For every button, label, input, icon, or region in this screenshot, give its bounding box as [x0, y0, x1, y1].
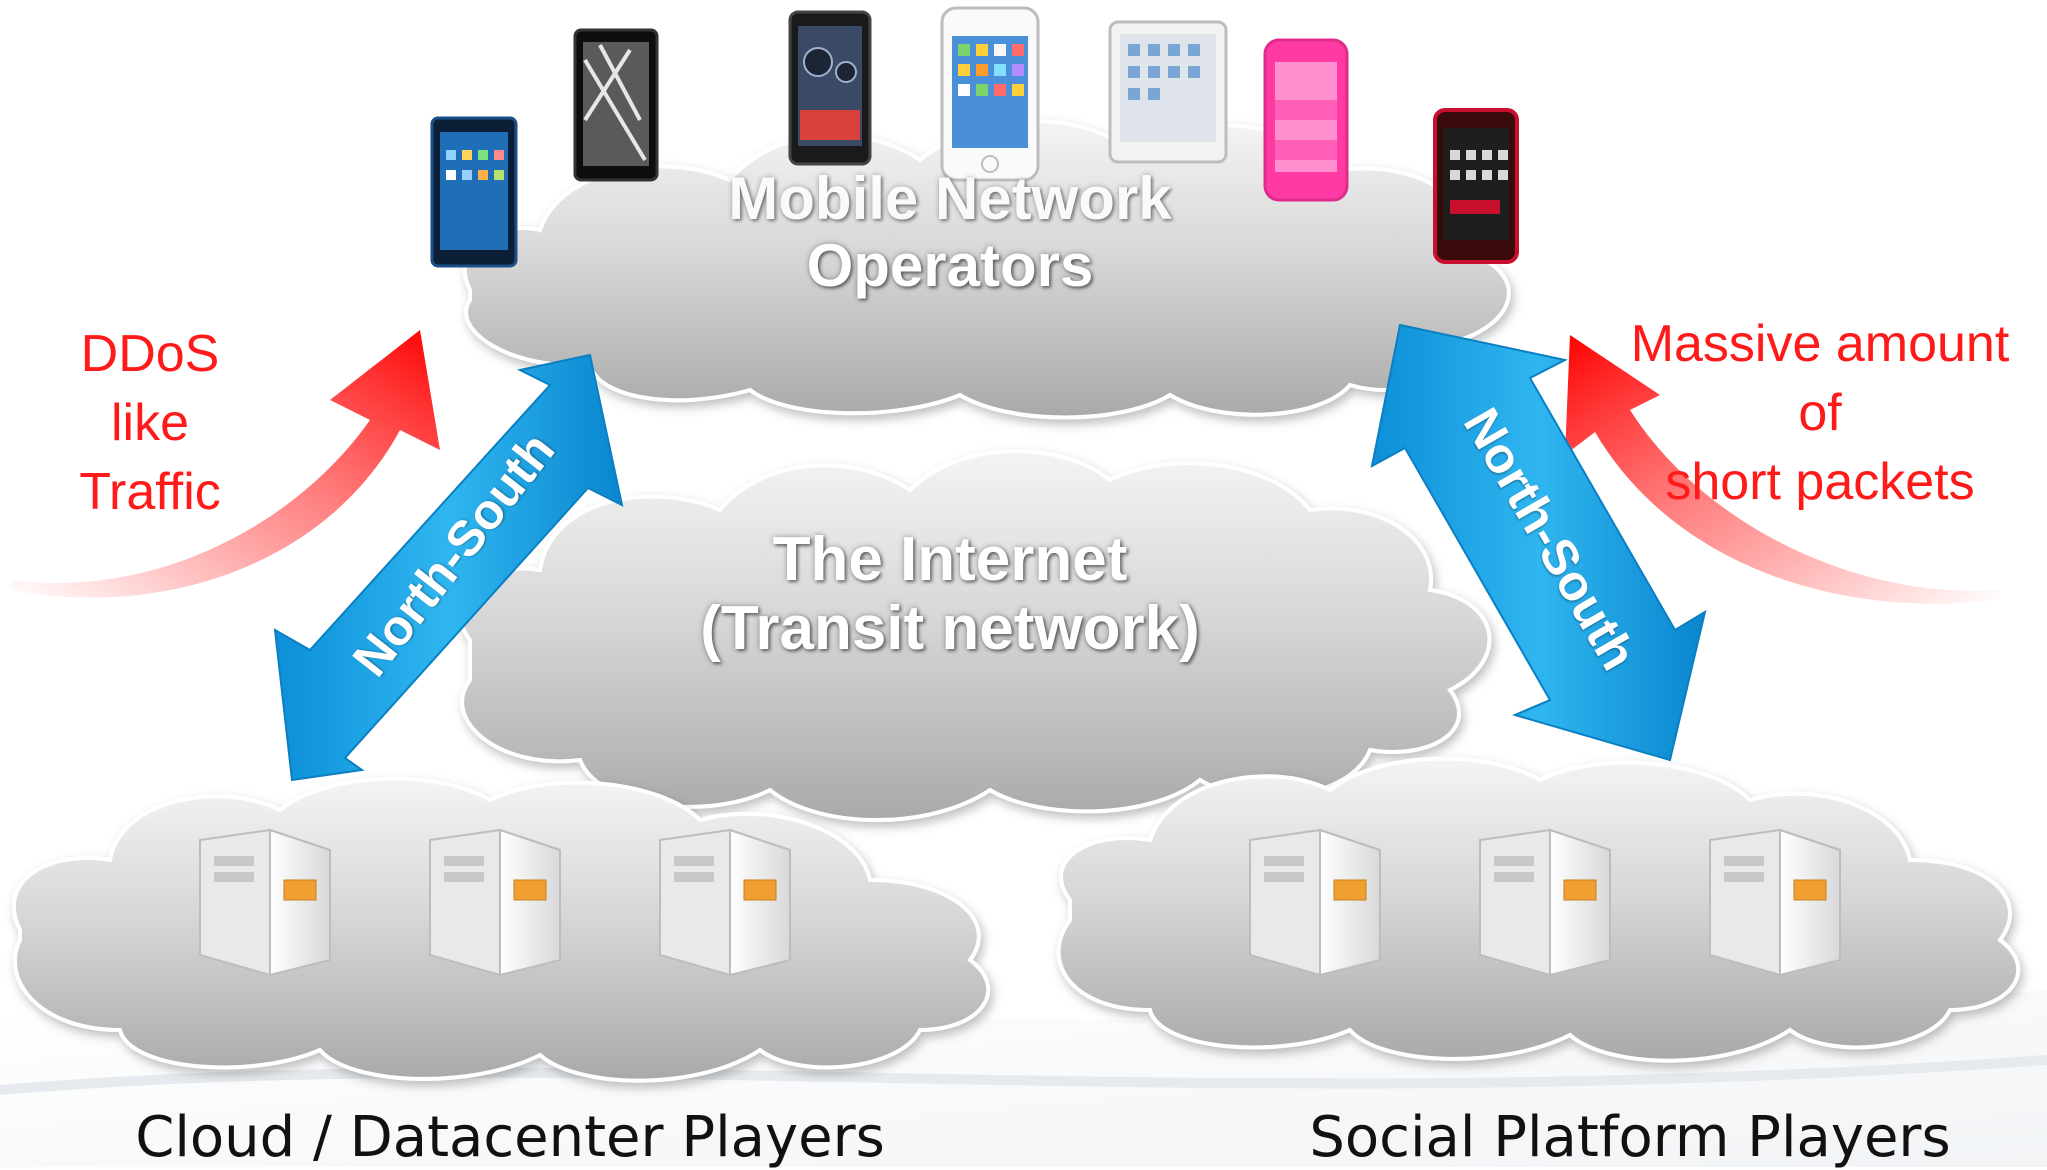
device-smartphone-razr: [788, 10, 872, 166]
internet-label: The Internet (Transit network): [650, 525, 1250, 664]
mobile-network-line1: Mobile Network: [728, 165, 1172, 232]
mobile-network-cloud: [462, 119, 1511, 420]
device-smartphone-blue: [430, 116, 518, 268]
device-smartphone-red: [1433, 108, 1519, 264]
internet-line2: (Transit network): [700, 594, 1200, 664]
device-iphone-white: [940, 6, 1040, 182]
ddos-traffic-label: DDoS like Traffic: [40, 320, 260, 527]
packets-line3: short packets: [1665, 453, 1975, 512]
packets-line1: Massive amount: [1630, 315, 2010, 373]
north-south-arrow-right: [1370, 323, 1707, 762]
cloud-datacenter-label: Cloud / Datacenter Players: [135, 1105, 885, 1170]
device-smartphone-black: [573, 28, 659, 182]
ddos-flow-arrow: [10, 330, 440, 598]
server-icon: [659, 828, 791, 977]
ddos-line2: like: [110, 394, 190, 453]
server-icon: [1709, 828, 1841, 977]
server-icon: [199, 828, 331, 977]
ddos-line1: DDoS: [80, 325, 220, 383]
server-icon: [1479, 828, 1611, 977]
ddos-line3: Traffic: [79, 463, 221, 522]
server-icon: [1249, 828, 1381, 977]
mobile-network-label: Mobile Network Operators: [650, 165, 1250, 299]
short-packets-flow-arrow: [1565, 335, 2000, 604]
internet-line1: The Internet: [772, 525, 1128, 594]
short-packets-label: Massive amount of short packets: [1590, 310, 2047, 517]
server-icon: [429, 828, 561, 977]
social-platform-label: Social Platform Players: [1309, 1105, 1951, 1170]
internet-cloud: [457, 449, 1492, 822]
north-south-arrow-left: [273, 353, 624, 782]
device-tablet: [1108, 20, 1228, 164]
packets-line2: of: [1798, 384, 1842, 443]
device-smartphone-pink: [1263, 38, 1349, 202]
mobile-network-line2: Operators: [806, 232, 1094, 300]
